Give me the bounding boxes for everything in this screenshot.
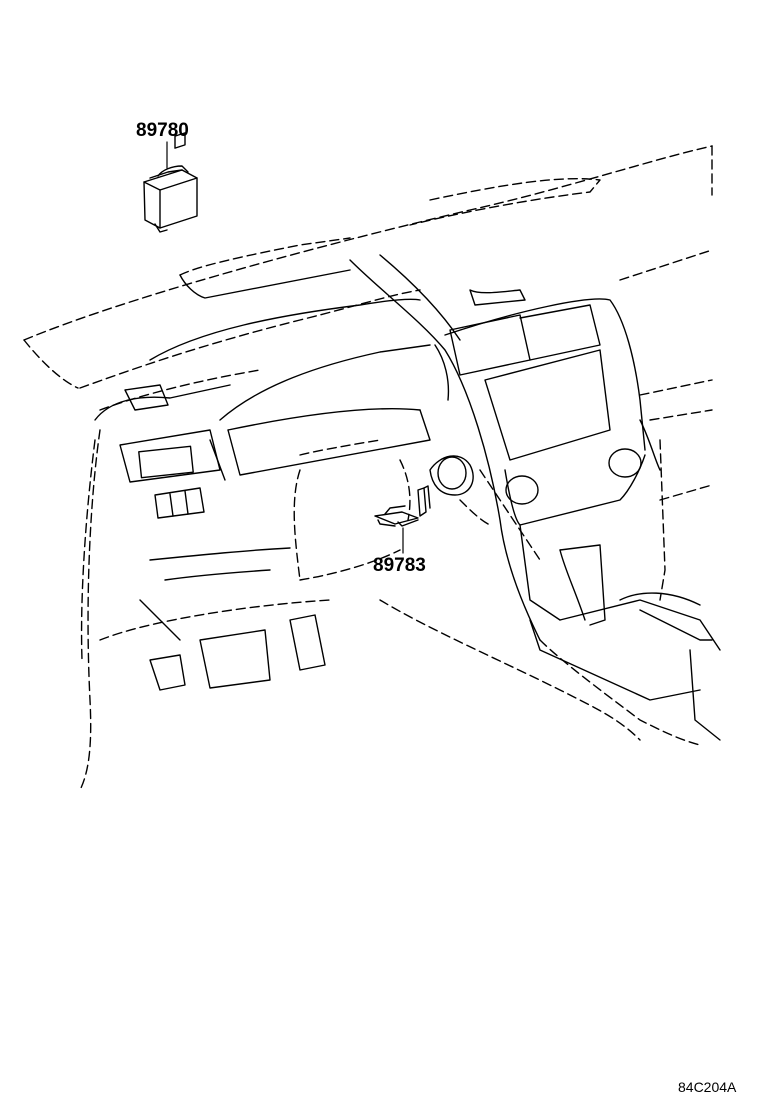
figure-code: 84C204A: [678, 1079, 737, 1095]
center-console: [350, 255, 720, 745]
part-number-89780: 89780: [136, 120, 189, 141]
steering-column: [150, 456, 540, 690]
sensor-89783-icon: [375, 486, 430, 526]
part-number-89783: 89783: [373, 555, 426, 576]
module-89780-icon: [144, 133, 197, 232]
left-dash-panel: [80, 385, 330, 790]
defrost-vent: [180, 179, 600, 298]
dashboard-top-outline: [24, 146, 712, 500]
instrument-cluster: [150, 299, 448, 580]
